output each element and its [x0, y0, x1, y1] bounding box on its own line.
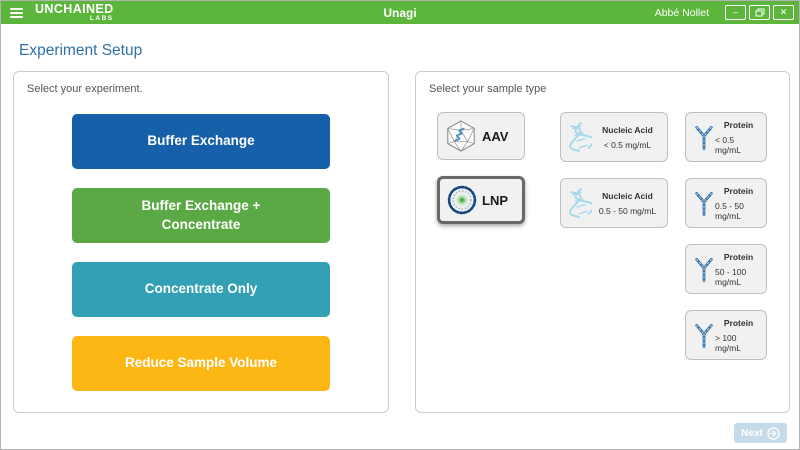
aav-label: AAV: [482, 128, 509, 144]
brand-sub: LABS: [89, 14, 114, 22]
lnp-label: LNP: [482, 192, 508, 208]
antibody-icon: [695, 323, 713, 348]
restore-icon: [755, 8, 764, 17]
sample-tile-protein-mid[interactable]: Protein 0.5 - 50 mg/mL: [685, 178, 767, 228]
antibody-icon: [695, 191, 713, 216]
next-button-label: Next: [741, 427, 763, 439]
sample-type-panel: Select your sample type AAV: [415, 71, 790, 413]
tile-range: 0.5 - 50 mg/mL: [715, 200, 744, 221]
lnp-liposome-icon: [447, 185, 477, 215]
sample-tile-grid: AAV LNP: [437, 112, 767, 360]
tile-title: Protein: [723, 119, 754, 130]
brand-name: UNCHAINED: [35, 2, 114, 16]
next-button[interactable]: Next: [734, 423, 787, 443]
tile-range: < 0.5 mg/mL: [715, 134, 741, 155]
minimize-button[interactable]: –: [725, 5, 746, 20]
restore-button[interactable]: [749, 5, 770, 20]
concentrate-only-button[interactable]: Concentrate Only: [72, 262, 330, 317]
tile-range: 0.5 - 50 mg/mL: [598, 205, 657, 216]
experiment-panel-label: Select your experiment.: [27, 83, 143, 95]
tile-title: Protein: [723, 317, 754, 328]
tile-title: Protein: [723, 251, 754, 262]
experiment-button-list: Buffer Exchange Buffer Exchange + Concen…: [14, 114, 388, 391]
buffer-exchange-button[interactable]: Buffer Exchange: [72, 114, 330, 169]
tile-title: Protein: [723, 185, 754, 196]
dna-helix-icon: [569, 188, 592, 218]
sample-tile-nucleic-acid-low[interactable]: Nucleic Acid < 0.5 mg/mL: [560, 112, 668, 162]
sample-panel-label: Select your sample type: [429, 83, 547, 95]
buffer-exchange-concentrate-button[interactable]: Buffer Exchange + Concentrate: [72, 188, 330, 243]
unchained-labs-logo: UNCHAINED LABS: [35, 3, 114, 22]
dna-helix-icon: [569, 122, 592, 152]
close-button[interactable]: ✕: [773, 5, 794, 20]
aav-capsid-icon: [447, 120, 475, 152]
tile-range: < 0.5 mg/mL: [603, 139, 652, 150]
tile-title: Nucleic Acid: [602, 190, 653, 201]
sample-tile-protein-high[interactable]: Protein 50 - 100 mg/mL: [685, 244, 767, 294]
tile-title: Nucleic Acid: [602, 124, 653, 135]
tile-range: 50 - 100 mg/mL: [715, 266, 747, 287]
arrow-right-circle-icon: [767, 426, 780, 440]
experiment-panel: Select your experiment. Buffer Exchange …: [13, 71, 389, 413]
sample-tile-protein-low[interactable]: Protein < 0.5 mg/mL: [685, 112, 767, 162]
reduce-sample-volume-button[interactable]: Reduce Sample Volume: [72, 336, 330, 391]
sample-tile-protein-veryhigh[interactable]: Protein > 100 mg/mL: [685, 310, 767, 360]
sample-tile-aav[interactable]: AAV: [437, 112, 525, 160]
window-controls: – ✕: [725, 5, 794, 20]
antibody-icon: [695, 257, 713, 282]
tile-range: > 100 mg/mL: [715, 332, 741, 353]
page-title: Experiment Setup: [19, 42, 143, 59]
sample-tile-nucleic-acid-mid[interactable]: Nucleic Acid 0.5 - 50 mg/mL: [560, 178, 668, 228]
titlebar: UNCHAINED LABS Unagi Abbé Nollet – ✕: [1, 1, 799, 24]
user-name: Abbé Nollet: [654, 6, 709, 19]
antibody-icon: [695, 125, 713, 150]
hamburger-menu-icon[interactable]: [8, 5, 25, 21]
sample-tile-lnp[interactable]: LNP: [437, 176, 525, 224]
